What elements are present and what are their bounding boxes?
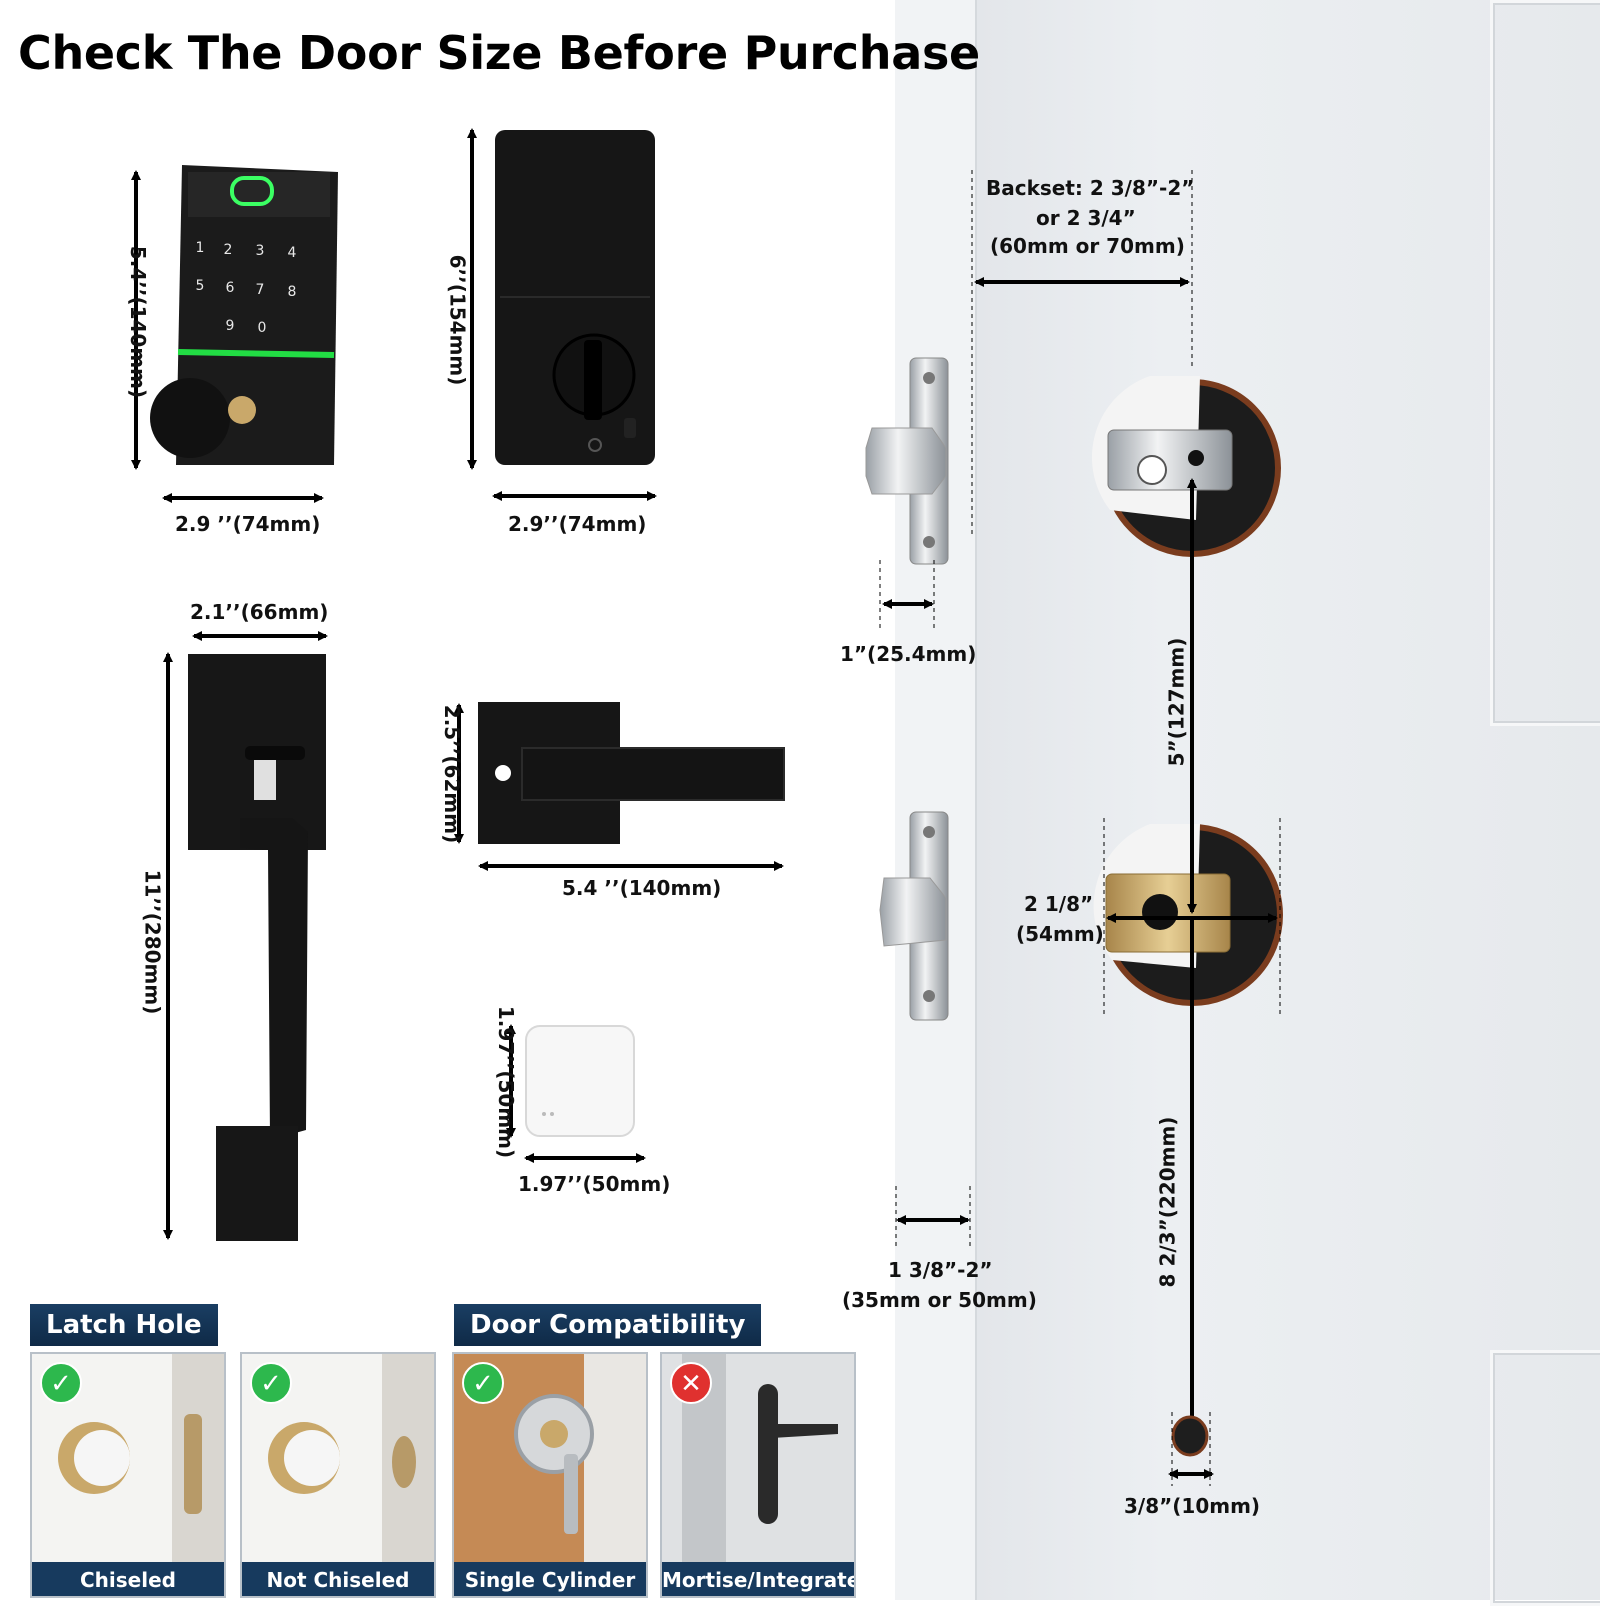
- keypad-width-label: 2.9 ’’(74mm): [175, 512, 321, 536]
- lever-handle: [478, 702, 785, 844]
- knob-cover: [150, 378, 230, 458]
- backset-line-3: (60mm or 70mm): [990, 234, 1185, 258]
- interior-height-label: 6’’(154mm): [445, 254, 470, 386]
- small-hole-label: 3/8”(10mm): [1124, 1494, 1261, 1518]
- passage-latch: [879, 811, 949, 1021]
- cross-icon: ✕: [670, 1362, 712, 1404]
- gateway-width-label: 1.97’’(50mm): [518, 1172, 671, 1196]
- faceplate-label: 1”(25.4mm): [840, 642, 977, 666]
- handleset-width-label: 2.1’’(66mm): [190, 600, 329, 624]
- hole-spacing-label: 5”(127mm): [1164, 637, 1189, 767]
- latch-card-not-chiseled: ✓ Not Chiseled: [240, 1352, 436, 1598]
- lower-bore-hole: [1093, 824, 1283, 1006]
- page-title: Check The Door Size Before Purchase: [18, 26, 980, 80]
- lever-width-label: 5.4 ’’(140mm): [562, 876, 722, 900]
- handleset: [188, 654, 326, 1241]
- gateway-height-label: 1.97’’(50mm): [494, 1005, 519, 1159]
- key-cylinder-icon: [228, 396, 256, 424]
- green-led-strip: [177, 349, 335, 358]
- keypad-key: 6: [226, 280, 235, 296]
- backset-line-2: or 2 3/4”: [1036, 206, 1136, 230]
- door-edge: [895, 0, 977, 1600]
- bore-size-line-1: 2 1/8”: [1024, 892, 1094, 916]
- keypad-height-label: 5.4’’(140mm): [126, 245, 151, 399]
- card-caption: Mortise/Integrated: [662, 1562, 854, 1596]
- latch-hole-tag: Latch Hole: [30, 1304, 218, 1346]
- door-panel-upper: [1490, 0, 1600, 726]
- keypad-key: 0: [258, 320, 267, 336]
- card-caption: Chiseled: [32, 1562, 224, 1596]
- keypad-key: 8: [288, 284, 297, 300]
- deadbolt-latch: [865, 357, 949, 565]
- fingerprint-sensor-icon: [230, 176, 274, 206]
- card-caption: Not Chiseled: [242, 1562, 434, 1596]
- latch-card-chiseled: ✓ Chiseled: [30, 1352, 226, 1598]
- keypad-key: 3: [256, 243, 265, 259]
- backset-line-1: Backset: 2 3/8”-2”: [986, 176, 1195, 200]
- card-caption: Single Cylinder: [454, 1562, 646, 1596]
- small-hole: [1171, 1415, 1209, 1457]
- keypad-key: 2: [224, 242, 233, 258]
- wifi-gateway: [525, 1025, 635, 1137]
- keypad-key: 5: [196, 278, 205, 294]
- lever-height-label: 2.5’’(62mm): [440, 704, 465, 844]
- thickness-line-1: 1 3/8”-2”: [888, 1258, 993, 1282]
- thickness-line-2: (35mm or 50mm): [842, 1288, 1037, 1312]
- door-face: [977, 0, 1600, 1600]
- lower-spacing-label: 8 2/3”(220mm): [1155, 1116, 1180, 1288]
- upper-bore-hole: [1091, 376, 1281, 557]
- interior-width-label: 2.9’’(74mm): [508, 512, 647, 536]
- keypad-key: 1: [196, 240, 205, 256]
- bore-size-line-2: (54mm): [1016, 922, 1104, 946]
- keypad-lock: 1 2 3 4 5 6 7 8 9 0: [150, 165, 338, 465]
- compat-card-single-cylinder: ✓ Single Cylinder: [452, 1352, 648, 1598]
- compat-card-mortise: ✕ Mortise/Integrated: [660, 1352, 856, 1598]
- keypad-key: 7: [256, 282, 265, 298]
- keypad-key: 9: [226, 318, 235, 334]
- check-icon: ✓: [250, 1362, 292, 1404]
- check-icon: ✓: [462, 1362, 504, 1404]
- door-compatibility-tag: Door Compatibility: [454, 1304, 762, 1346]
- handleset-height-label: 11’’(280mm): [140, 869, 165, 1015]
- check-icon: ✓: [40, 1362, 82, 1404]
- keypad-key: 4: [288, 245, 297, 261]
- interior-unit: [495, 130, 655, 465]
